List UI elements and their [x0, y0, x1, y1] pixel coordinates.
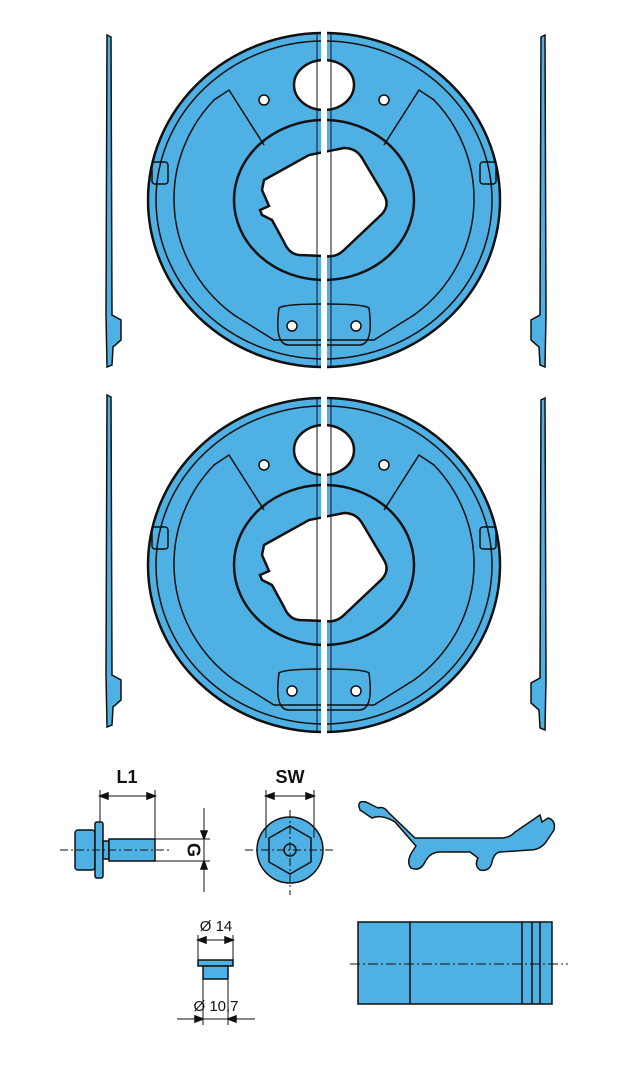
sleeve-cylinder [350, 921, 568, 1005]
profile-left-top [105, 34, 122, 368]
brake-shield-top [148, 33, 500, 367]
thread-label: G [183, 843, 203, 857]
bushing [177, 935, 255, 1025]
bolt-side-view [60, 790, 210, 892]
bolt-end-view [245, 790, 335, 895]
brake-shield-bottom [148, 398, 500, 732]
spring-clip [358, 800, 556, 872]
wrench-size-label: SW [276, 767, 305, 787]
profile-right-top [530, 34, 547, 368]
profile-right-bottom [530, 397, 547, 731]
outer-diameter-label: Ø 14 [200, 918, 233, 935]
length-label: L1 [116, 767, 137, 787]
inner-diameter-label: Ø 10,7 [193, 998, 238, 1015]
profile-left-bottom [105, 394, 122, 728]
